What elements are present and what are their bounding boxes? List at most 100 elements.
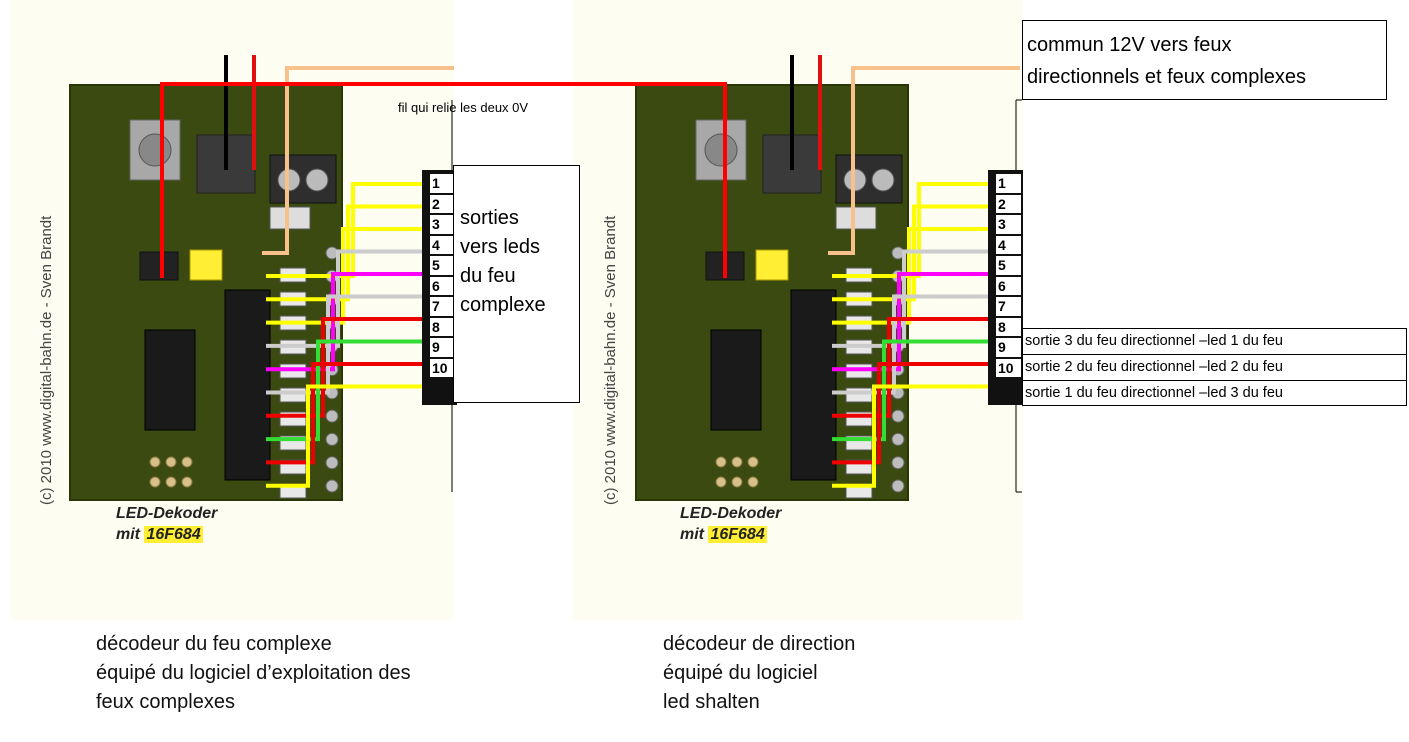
right-copyright-text: (c) 2010 www.digital-bahn.de - Sven Bran… [602,215,619,505]
right-pin-8: 8 [996,317,1021,336]
left-board-title-line1: LED-Dekoder [116,505,218,522]
right-decoder-board [635,84,909,501]
right-pin-10: 10 [996,358,1021,377]
left-pin-8: 8 [430,317,455,336]
left-jumper-pin [149,456,161,468]
left-board-title: LED-Dekoder mit 16F684 [116,503,217,545]
left-solder-pad [325,432,339,446]
left-solder-pad [325,479,339,493]
right-yellow-capacitor [755,249,789,281]
right-wire-output-7 [832,317,990,418]
right-output-connector: 1 2 3 4 5 6 7 8 9 10 [988,170,1023,405]
right-jumper-pin [731,476,743,488]
right-solder-pad [891,456,905,470]
right-caption-line-3: led shalten [663,691,760,713]
right-pin-5: 5 [996,256,1021,275]
left-ic-main [224,289,271,481]
left-wire-output-9 [266,362,424,465]
right-board-title-prefix: mit [680,526,704,543]
outputs-box-line-3: du feu [460,265,516,287]
right-jumper-pin [747,476,759,488]
right-wire-output-9 [832,362,990,465]
left-solder-pad [325,409,339,423]
outputs-box-line-2: vers leds [460,236,541,258]
right-wire-output-8 [832,339,990,442]
left-jumper-pin [181,476,193,488]
left-jumper-pin [181,456,193,468]
left-caption-line-2: équipé du logiciel d’exploitation des [96,662,411,684]
left-caption: décodeur du feu complexe équipé du logic… [96,630,411,717]
right-resistor [845,387,873,403]
right-board-title: LED-Dekoder mit 16F684 [680,503,781,545]
right-pin-3: 3 [996,215,1021,234]
outputs-box-line-4: complexe [460,294,546,316]
right-pin-7: 7 [996,297,1021,316]
common-12v-box: commun 12V vers feux directionnels et fe… [1022,20,1387,100]
wiring [160,55,1020,488]
left-pin-10: 10 [430,358,455,377]
right-solder-pad [891,409,905,423]
right-jumper-pin [731,456,743,468]
left-pin-2: 2 [430,194,455,213]
direction-output-label-2: sortie 2 du feu directionnel –led 2 du f… [1023,355,1406,381]
right-pin-9: 9 [996,338,1021,357]
left-copyright-text: (c) 2010 www.digital-bahn.de - Sven Bran… [38,215,55,505]
left-solder-pad [325,456,339,470]
left-pin-3: 3 [430,215,455,234]
left-pin-4: 4 [430,235,455,254]
right-jumper-pin [715,456,727,468]
left-jumper-pin [165,476,177,488]
left-pin-6: 6 [430,276,455,295]
right-pin-2: 2 [996,194,1021,213]
right-caption-line-2: équipé du logiciel [663,662,818,684]
left-wire-output-7 [266,317,424,418]
left-wire-output-10 [266,384,424,488]
right-board-title-line1: LED-Dekoder [680,505,782,522]
right-screw-2 [871,168,895,192]
left-resistor [279,387,307,403]
left-board-title-prefix: mit [116,526,140,543]
left-regulator [269,206,311,230]
right-wire-output-10 [832,384,990,488]
left-pin-9: 9 [430,338,455,357]
right-wire-orange-common [828,66,1020,255]
right-pin-1: 1 [996,174,1021,193]
left-jumper-pin [149,476,161,488]
wire-common-0v [160,82,727,278]
left-screw-2 [305,168,329,192]
complex-signal-outputs-box: sorties vers leds du feu complexe [453,165,580,403]
left-small-chip [139,251,179,281]
left-wire-orange-common [262,66,454,255]
left-board-chip-name: 16F684 [144,526,203,543]
left-output-connector: 1 2 3 4 5 6 7 8 9 10 [422,170,457,405]
direction-output-label-3: sortie 1 du feu directionnel –led 3 du f… [1025,385,1283,401]
direction-outputs-box: sortie 3 du feu directionnel –led 1 du f… [1022,328,1407,406]
left-pin-7: 7 [430,297,455,316]
right-board-title-line2: mit 16F684 [680,524,781,545]
right-pin-6: 6 [996,276,1021,295]
left-caption-line-3: feux complexes [96,691,235,713]
left-caption-line-1: décodeur du feu complexe [96,633,332,655]
left-wire-output-8 [266,339,424,442]
right-solder-pad [891,479,905,493]
right-wire-output-6 [832,294,990,395]
left-yellow-capacitor [189,249,223,281]
right-regulator [835,206,877,230]
left-wire-output-6 [266,294,424,395]
left-push-button-cap [138,133,172,167]
outputs-box-line-1: sorties [460,207,519,229]
left-pin-5: 5 [430,256,455,275]
left-decoder-board [69,84,343,501]
right-ic-main [790,289,837,481]
right-solder-pad [891,432,905,446]
right-board-chip-name: 16F684 [708,526,767,543]
right-ic-left [710,329,762,431]
left-wire-output-5 [266,272,424,372]
right-jumper-pin [715,476,727,488]
right-push-button-cap [704,133,738,167]
left-wire-output-4 [266,249,424,348]
left-pin-1: 1 [430,174,455,193]
right-wire-output-4 [832,249,990,348]
right-pin-4: 4 [996,235,1021,254]
